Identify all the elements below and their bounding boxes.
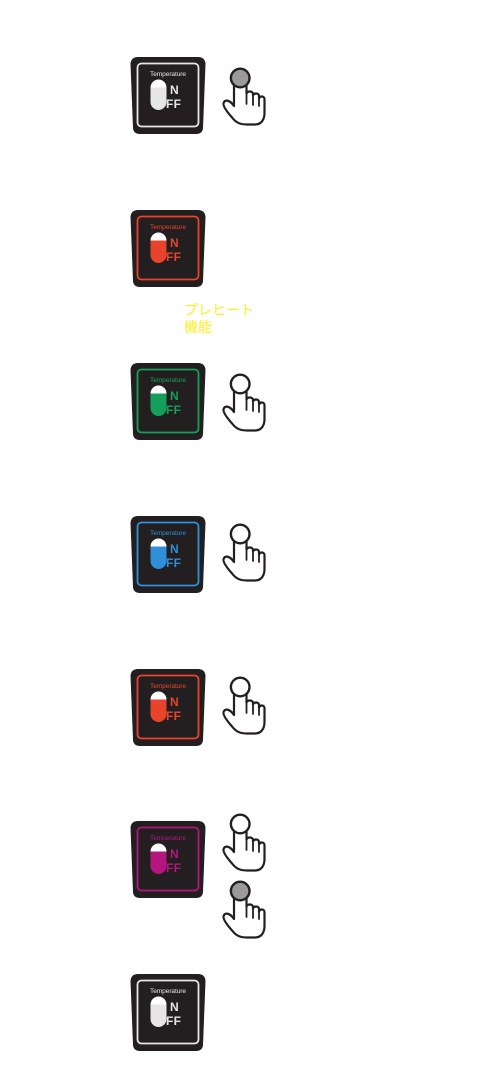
preheat-function-note: プレヒート 機能 bbox=[184, 303, 254, 337]
preheat-note-line-1: プレヒート bbox=[184, 303, 254, 319]
on-letter: N bbox=[170, 542, 179, 556]
temperature-button-step-7[interactable]: Temperature N FF bbox=[129, 973, 207, 1052]
on-letter: N bbox=[170, 389, 179, 403]
temperature-button-step-2[interactable]: Temperature N FF bbox=[129, 209, 207, 288]
button-body bbox=[130, 821, 206, 898]
button-body bbox=[130, 363, 206, 440]
off-letters: FF bbox=[166, 1014, 182, 1028]
temperature-button-step-5[interactable]: Temperature N FF bbox=[129, 668, 207, 747]
on-letter: N bbox=[170, 1000, 179, 1014]
preheat-note-line-2: 機能 bbox=[184, 320, 212, 336]
on-letter: N bbox=[170, 83, 179, 97]
tap-finger-icon bbox=[222, 370, 268, 432]
on-letter: N bbox=[170, 695, 179, 709]
button-body bbox=[130, 57, 206, 134]
tap-finger-icon bbox=[222, 520, 268, 582]
pressed-finger-icon bbox=[222, 877, 268, 939]
tap-finger-icon bbox=[222, 673, 268, 735]
button-body bbox=[130, 669, 206, 746]
on-letter: N bbox=[170, 847, 179, 861]
button-label: Temperature bbox=[150, 377, 186, 384]
button-label: Temperature bbox=[150, 71, 186, 78]
button-body bbox=[130, 210, 206, 287]
pressed-finger-icon bbox=[222, 64, 268, 126]
button-label: Temperature bbox=[150, 683, 186, 690]
button-label: Temperature bbox=[150, 530, 186, 537]
off-letters: FF bbox=[166, 709, 182, 723]
tap-finger-icon bbox=[222, 810, 268, 872]
temperature-button-step-6[interactable]: Temperature N FF bbox=[129, 820, 207, 899]
temperature-button-step-1[interactable]: Temperature N FF bbox=[129, 56, 207, 135]
on-letter: N bbox=[170, 236, 179, 250]
off-letters: FF bbox=[166, 250, 182, 264]
button-label: Temperature bbox=[150, 835, 186, 842]
temperature-button-step-4[interactable]: Temperature N FF bbox=[129, 515, 207, 594]
button-label: Temperature bbox=[150, 224, 186, 231]
button-label: Temperature bbox=[150, 988, 186, 995]
button-body bbox=[130, 516, 206, 593]
off-letters: FF bbox=[166, 861, 182, 875]
off-letters: FF bbox=[166, 556, 182, 570]
off-letters: FF bbox=[166, 97, 182, 111]
temperature-button-step-3[interactable]: Temperature N FF bbox=[129, 362, 207, 441]
button-body bbox=[130, 974, 206, 1051]
off-letters: FF bbox=[166, 403, 182, 417]
